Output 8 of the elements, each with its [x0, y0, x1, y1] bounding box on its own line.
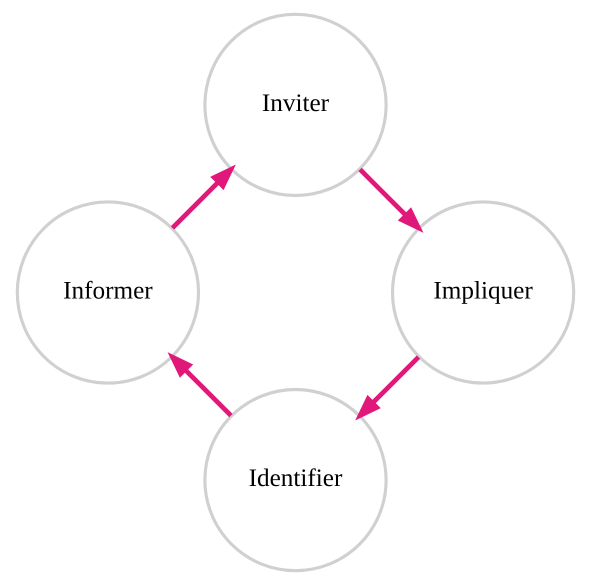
arrow	[167, 352, 232, 418]
arrow	[170, 164, 236, 230]
node-circle: Identifier	[202, 388, 388, 572]
node-circle: Impliquer	[390, 200, 575, 385]
arrow	[358, 168, 423, 233]
arrow	[354, 355, 420, 420]
node-circle: Informer	[15, 200, 200, 385]
node-circle: Inviter	[202, 12, 388, 198]
